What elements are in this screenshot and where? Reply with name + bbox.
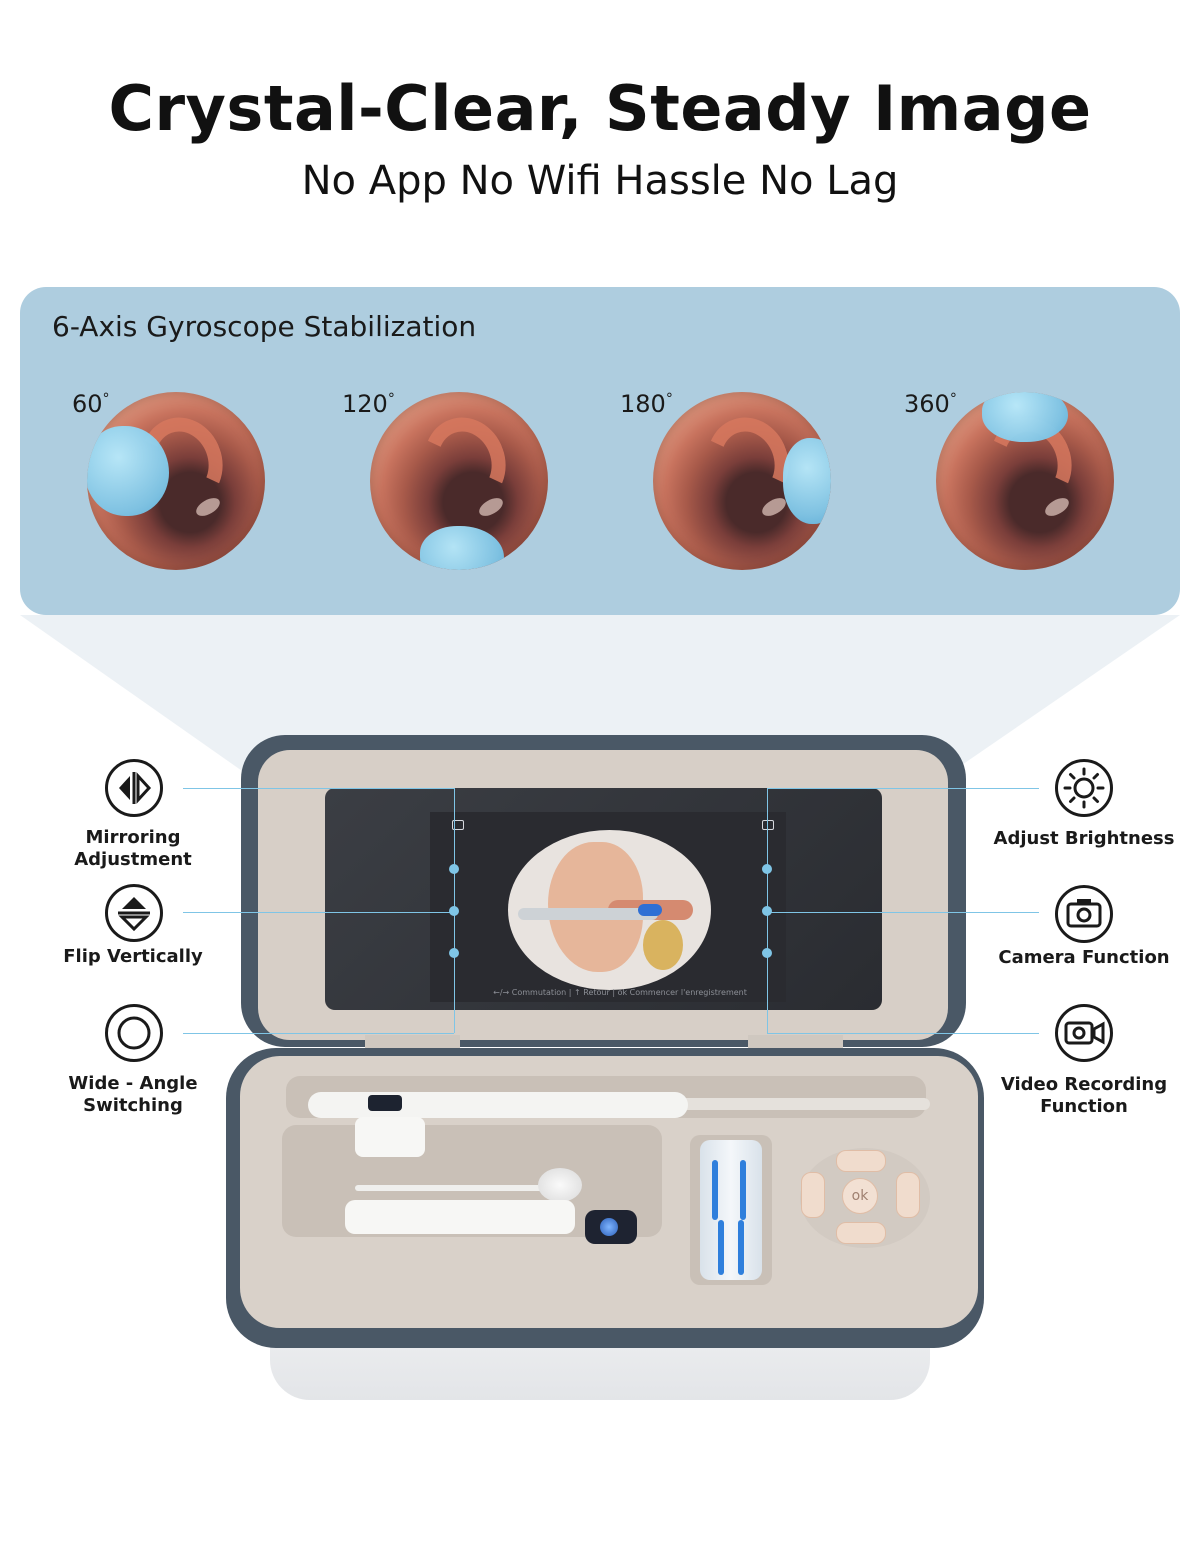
ear-tip	[712, 1160, 718, 1220]
leader-flip	[183, 912, 454, 913]
camera-label: Camera Function	[998, 947, 1170, 968]
screen-ear-diagram	[508, 830, 711, 990]
ear-tip	[718, 1220, 724, 1275]
video-recording-icon	[1055, 1004, 1113, 1062]
leader-camera	[767, 912, 1039, 913]
ear-tip	[738, 1220, 744, 1275]
key-ok[interactable]: ok	[842, 1178, 878, 1214]
cleaning-brush	[538, 1168, 582, 1202]
angle-label-180: 180°	[620, 390, 673, 418]
page-subtitle: No App No Wifi Hassle No Lag	[301, 158, 899, 204]
wand-clip	[355, 1117, 425, 1157]
flip-vertical-label: Flip Vertically	[63, 946, 203, 967]
stabilization-marker	[982, 392, 1068, 442]
ear-view-120	[370, 392, 548, 570]
brush-stick	[355, 1185, 550, 1191]
page-title: Crystal-Clear, Steady Image	[108, 72, 1092, 145]
screen-marker-video	[762, 948, 772, 958]
wide-angle-icon	[105, 1004, 163, 1062]
leader-brightness	[767, 788, 1039, 789]
angle-label-360: 360°	[904, 390, 957, 418]
brightness-label: Adjust Brightness	[993, 828, 1175, 849]
key-up[interactable]	[836, 1150, 886, 1172]
key-down[interactable]	[836, 1222, 886, 1244]
screen-marker-wide	[449, 948, 459, 958]
screen-marker-brightness	[762, 864, 772, 874]
leader-wide	[183, 1033, 454, 1034]
mirror-icon	[105, 759, 163, 817]
battery-icon	[452, 820, 464, 830]
ear-view-60	[87, 392, 265, 570]
otoscope-wand	[308, 1092, 688, 1118]
ear-tip-tube	[700, 1140, 762, 1280]
ear-view-180	[653, 392, 831, 570]
ear-tip	[740, 1160, 746, 1220]
leader-mirror	[183, 788, 454, 789]
screen-marker-flip	[449, 906, 459, 916]
camera-handle	[345, 1200, 575, 1234]
leader-video	[767, 1033, 1039, 1034]
flip-vertical-icon	[105, 884, 163, 942]
screen-caption: ←/→ Commutation | ↑ Retour | ok Commence…	[493, 988, 747, 997]
angle-label-120: 120°	[342, 390, 395, 418]
stabilization-title: 6-Axis Gyroscope Stabilization	[52, 310, 477, 343]
otoscope-probe	[680, 1098, 930, 1110]
screen-marker-mirror	[449, 864, 459, 874]
key-right[interactable]	[896, 1172, 920, 1218]
brightness-icon	[1055, 759, 1113, 817]
camera-icon	[1055, 885, 1113, 943]
angle-label-60: 60°	[72, 390, 110, 418]
ear-view-360	[936, 392, 1114, 570]
wireless-icon	[368, 1095, 402, 1111]
key-left[interactable]	[801, 1172, 825, 1218]
camera-lens-icon	[600, 1218, 618, 1236]
screen-marker-camera	[762, 906, 772, 916]
battery-icon	[762, 820, 774, 830]
stabilization-marker	[783, 438, 831, 524]
stabilization-marker	[87, 426, 169, 516]
stabilization-marker	[420, 526, 504, 570]
